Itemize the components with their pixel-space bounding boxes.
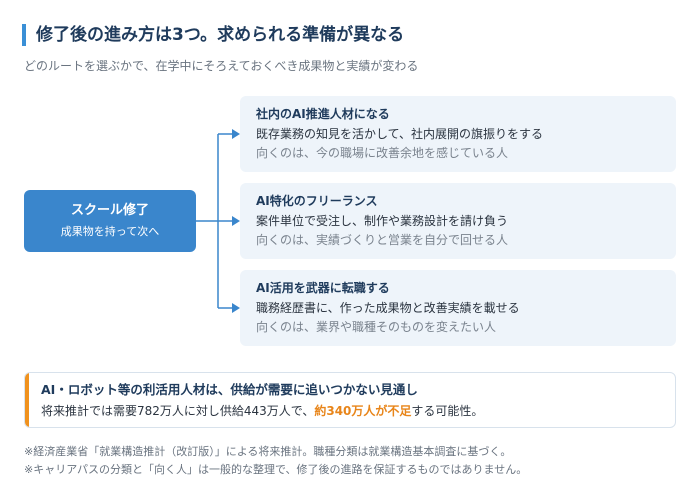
callout-title: AI・ロボット等の利活用人材は、供給が需要に追いつかない見通し — [41, 382, 418, 397]
route-title: 社内のAI推進人材になる — [256, 107, 390, 121]
route-card-job-change: AI活用を武器に転職する 職務経歴書に、作った成果物と改善実績を載せる 向くのは… — [240, 270, 676, 346]
arrow-head-2 — [232, 216, 240, 226]
route-fit: 向くのは、今の職場に改善余地を感じている人 — [256, 146, 509, 160]
source-note: ※経済産業省「就業構造推計（改訂版）」による将来推計。職種分類は就業構造基本調査… — [24, 445, 512, 458]
route-description: 案件単位で受注し、制作や業務設計を請け負う — [256, 214, 509, 228]
page-subtitle: どのルートを選ぶかで、在学中にそろえておくべき成果物と実績が変わる — [24, 59, 419, 73]
route-card-freelance: AI特化のフリーランス 案件単位で受注し、制作や業務設計を請け負う 向くのは、実… — [240, 183, 676, 259]
route-fit: 向くのは、業界や職種そのものを変えたい人 — [256, 320, 497, 334]
start-node-title: スクール修了 — [70, 203, 149, 218]
callout-body-before: 将来推計では需要782万人に対し供給443万人で、 — [41, 404, 315, 418]
arrow-head-3 — [232, 303, 240, 313]
route-title: AI活用を武器に転職する — [256, 281, 390, 295]
route-card-in-house: 社内のAI推進人材になる 既存業務の知見を活かして、社内展開の旗振りをする 向く… — [240, 96, 676, 172]
title-accent-bar — [22, 24, 26, 46]
route-title: AI特化のフリーランス — [256, 194, 378, 208]
route-fit: 向くのは、実績づくりと営業を自分で回せる人 — [256, 233, 509, 247]
disclaimer-note: ※キャリアパスの分類と「向く人」は一般的な整理で、修了後の進路を保証するものでは… — [24, 463, 528, 476]
callout-body: 将来推計では需要782万人に対し供給443万人で、約340万人が不足する可能性。 — [41, 403, 483, 419]
route-description: 既存業務の知見を活かして、社内展開の旗振りをする — [256, 127, 544, 141]
page-title: 修了後の進み方は3つ。求められる準備が異なる — [36, 25, 405, 45]
callout-accent-bar — [25, 373, 29, 427]
route-description: 職務経歴書に、作った成果物と改善実績を載せる — [256, 301, 520, 315]
start-node: スクール修了 成果物を持って次へ — [24, 190, 196, 252]
supply-demand-callout: AI・ロボット等の利活用人材は、供給が需要に追いつかない見通し 将来推計では需要… — [24, 372, 676, 428]
callout-highlight: 約340万人が不足 — [314, 404, 412, 418]
start-node-subtitle: 成果物を持って次へ — [60, 225, 160, 238]
arrow-head-1 — [232, 129, 240, 139]
callout-body-after: する可能性。 — [411, 404, 484, 418]
